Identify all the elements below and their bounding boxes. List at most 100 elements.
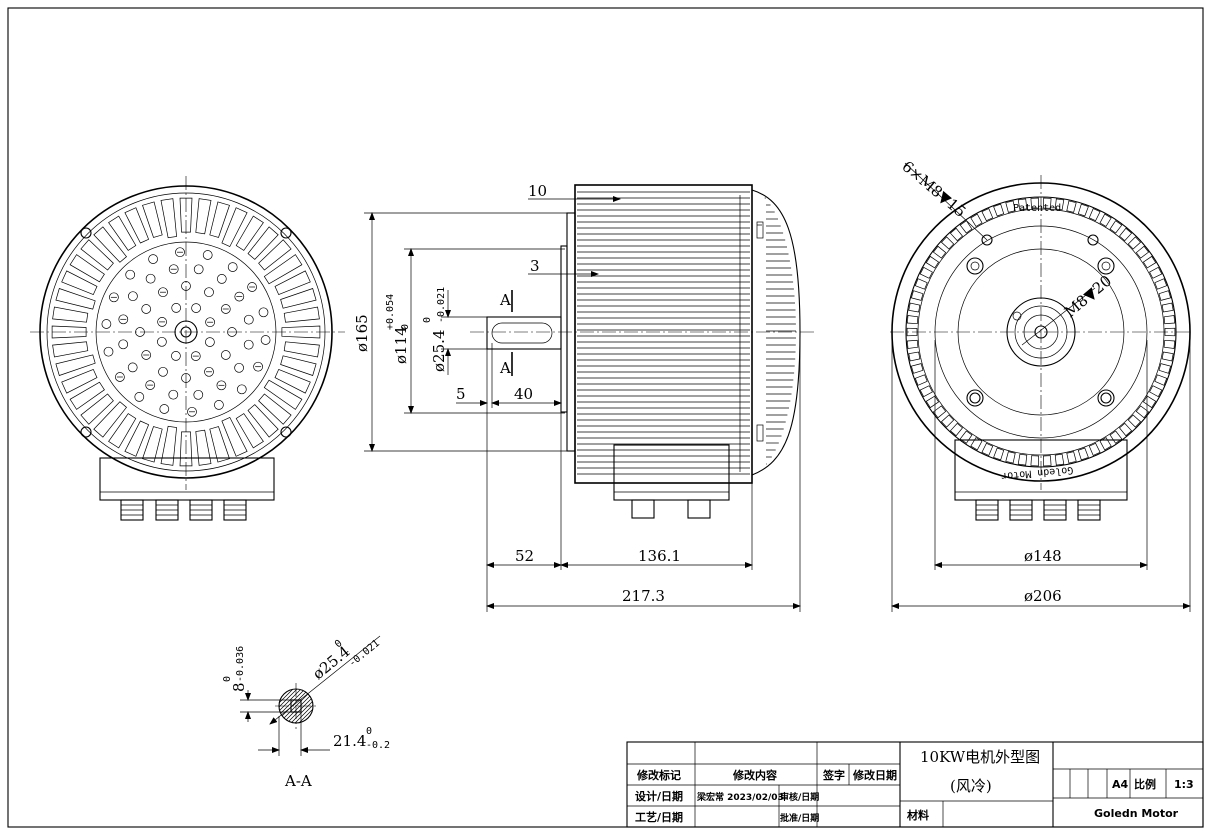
gear-tooth	[1119, 422, 1133, 437]
vent-hole	[118, 339, 129, 350]
tb-designer: 梁宏常 2023/02/03	[696, 791, 784, 803]
front-bolt	[280, 426, 292, 438]
vent-hole	[101, 319, 112, 329]
note-center-thread: M8▼20	[1061, 272, 1115, 321]
front-fin	[221, 416, 248, 457]
vent-hole	[193, 264, 204, 275]
gear-tooth	[993, 447, 1005, 461]
front-fin	[108, 413, 137, 449]
gear-tooth	[970, 213, 983, 227]
gear-tooth	[1163, 315, 1176, 325]
front-fin	[195, 429, 212, 466]
side-keyway	[491, 322, 553, 344]
vent-hole	[216, 380, 227, 391]
vent-hole	[115, 372, 125, 382]
tb-rev-content: 修改内容	[732, 768, 777, 782]
front-fin	[52, 341, 89, 358]
gear-tooth	[1154, 278, 1168, 290]
vent-hole	[216, 274, 227, 284]
sect-dia-tol-up: 0	[333, 638, 345, 650]
front-fin	[93, 226, 127, 263]
vent-hole	[234, 291, 245, 302]
vent-hole	[247, 282, 257, 292]
gear-tooth	[1142, 255, 1157, 269]
tb-review-date: 审核/日期	[780, 791, 819, 803]
front-fin	[209, 426, 230, 463]
end-bolt-hole	[969, 392, 981, 404]
front-view	[30, 176, 345, 521]
vent-hole	[134, 392, 145, 402]
drawing-frame	[7, 7, 1204, 828]
front-fin	[52, 306, 89, 323]
side-housing	[574, 184, 753, 484]
dim-dia25-tol-low: -0.021	[436, 287, 447, 323]
front-fin	[142, 201, 163, 238]
gear-tooth	[908, 302, 921, 313]
brand-top: Patented	[1013, 203, 1061, 214]
vent-hole	[125, 269, 136, 280]
gear-tooth	[925, 395, 940, 409]
end-bolt-hole	[981, 234, 993, 246]
vent-hole	[145, 273, 156, 284]
note-bolts: 6×M8▼15	[898, 157, 969, 221]
vent-hole	[220, 350, 231, 360]
gear-tooth	[925, 255, 940, 269]
side-rear-fins	[764, 197, 796, 465]
vent-hole	[118, 314, 129, 325]
vent-hole	[243, 314, 254, 325]
end-terminal-box	[954, 439, 1128, 501]
section-mark-a-bottom: A	[499, 359, 511, 377]
sect-depth-tol-up: 0	[366, 726, 372, 737]
vent-hole	[220, 304, 231, 314]
gear-tooth	[1088, 208, 1101, 222]
front-cable-glands	[120, 499, 247, 521]
end-bolt-hole	[1100, 392, 1112, 404]
front-bolt	[80, 227, 92, 239]
gear-tooth	[949, 422, 963, 437]
front-fin	[160, 425, 177, 466]
front-fin	[247, 226, 279, 260]
gear-tooth	[1127, 414, 1141, 428]
vent-hole	[258, 307, 269, 318]
gear-tooth	[914, 374, 928, 386]
front-terminal-box	[99, 457, 275, 501]
front-fin	[247, 404, 279, 438]
gear-tooth	[919, 385, 933, 398]
gear-tooth	[914, 278, 928, 290]
front-fin	[124, 420, 150, 457]
gear-tooth	[1030, 455, 1039, 467]
front-fin	[80, 239, 114, 271]
gear-tooth	[1099, 213, 1112, 227]
gear-tooth	[932, 245, 947, 259]
gear-tooth	[1066, 451, 1077, 464]
gear-tooth	[1135, 245, 1150, 259]
end-bolt-boss	[1097, 257, 1115, 275]
gear-tooth	[970, 437, 983, 451]
tb-title-line1: 10KW电机外型图	[920, 748, 1040, 766]
gear-tooth	[1161, 302, 1174, 313]
gear-tooth	[1163, 339, 1176, 349]
gear-tooth	[993, 203, 1005, 217]
vent-hole	[141, 304, 152, 314]
dim-dia206: ø206	[1024, 587, 1062, 605]
front-bolt	[280, 227, 292, 239]
hatch-line	[279, 689, 297, 723]
tb-rev-date: 修改日期	[852, 768, 897, 782]
front-fin	[258, 239, 292, 271]
vent-hole	[187, 406, 197, 417]
tb-title-line2: (风冷)	[950, 777, 992, 795]
front-fin	[235, 215, 264, 251]
front-fin	[274, 270, 311, 296]
gear-tooth	[1119, 227, 1133, 242]
vent-hole	[158, 366, 168, 377]
vent-hole	[145, 380, 156, 390]
end-bolt-boss	[966, 389, 984, 407]
gear-tooth	[1142, 395, 1157, 409]
tb-process-date: 工艺/日期	[635, 810, 683, 824]
gear-tooth	[1030, 197, 1039, 209]
gear-tooth	[1054, 198, 1065, 211]
gear-tooth	[910, 363, 924, 374]
vent-hole	[260, 335, 271, 345]
gear-tooth	[1161, 351, 1174, 362]
sect-dia-tol-low: -0.021	[347, 638, 382, 669]
